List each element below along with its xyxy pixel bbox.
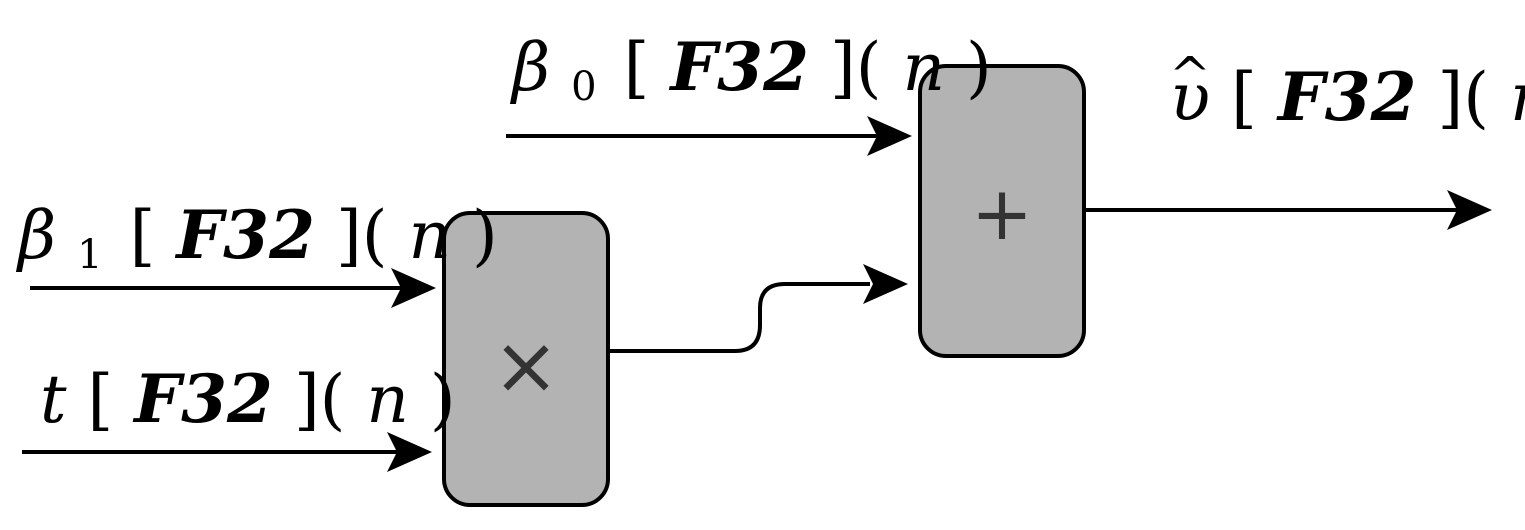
beta1-index: n	[408, 197, 451, 274]
output-index: n	[1510, 59, 1525, 136]
t-close: ](	[294, 361, 346, 438]
beta1-close: ](	[336, 197, 388, 274]
beta0-type: F32	[668, 28, 809, 106]
beta1-open: [	[130, 197, 156, 274]
beta1-symbol: β	[15, 197, 56, 274]
arrow-head-beta1	[391, 268, 436, 308]
beta0-subscript: 0	[571, 64, 596, 110]
arrow-head-add-input	[863, 264, 908, 304]
beta1-end: )	[472, 197, 498, 274]
multiply-operator: ×	[492, 319, 559, 412]
arrow-head-output	[1447, 190, 1492, 230]
add-operator: +	[971, 171, 1033, 257]
output-open: [	[1231, 59, 1257, 136]
label-beta1: β 1 [ F32 ]( n )	[15, 196, 498, 284]
label-output: υ [ F32 ]( n )	[1170, 58, 1525, 136]
t-index: n	[366, 361, 409, 438]
wire-product-to-add	[610, 282, 870, 353]
beta0-open: [	[624, 29, 650, 106]
t-open: [	[88, 361, 114, 438]
label-beta0: β 0 [ F32 ]( n )	[509, 28, 992, 116]
t-end: )	[430, 361, 456, 438]
output-symbol: υ	[1170, 59, 1210, 136]
beta1-subscript: 1	[77, 232, 102, 278]
t-symbol: t	[40, 361, 67, 438]
output-close: ](	[1438, 59, 1490, 136]
beta0-end: )	[966, 29, 992, 106]
beta0-symbol: β	[509, 29, 550, 106]
add-block	[918, 64, 1086, 358]
beta0-index: n	[902, 29, 945, 106]
arrow-head-beta0	[867, 116, 912, 156]
arrow-head-t	[387, 432, 432, 472]
beta0-close: ](	[830, 29, 882, 106]
multiply-block	[442, 211, 610, 507]
t-type: F32	[132, 360, 273, 438]
arrow-heads	[387, 116, 1492, 472]
beta1-type: F32	[174, 196, 315, 274]
wires	[22, 134, 1460, 454]
label-t: t [ F32 ]( n )	[40, 360, 456, 438]
label-output-hat: ^	[1169, 46, 1211, 104]
output-type: F32	[1276, 58, 1417, 136]
